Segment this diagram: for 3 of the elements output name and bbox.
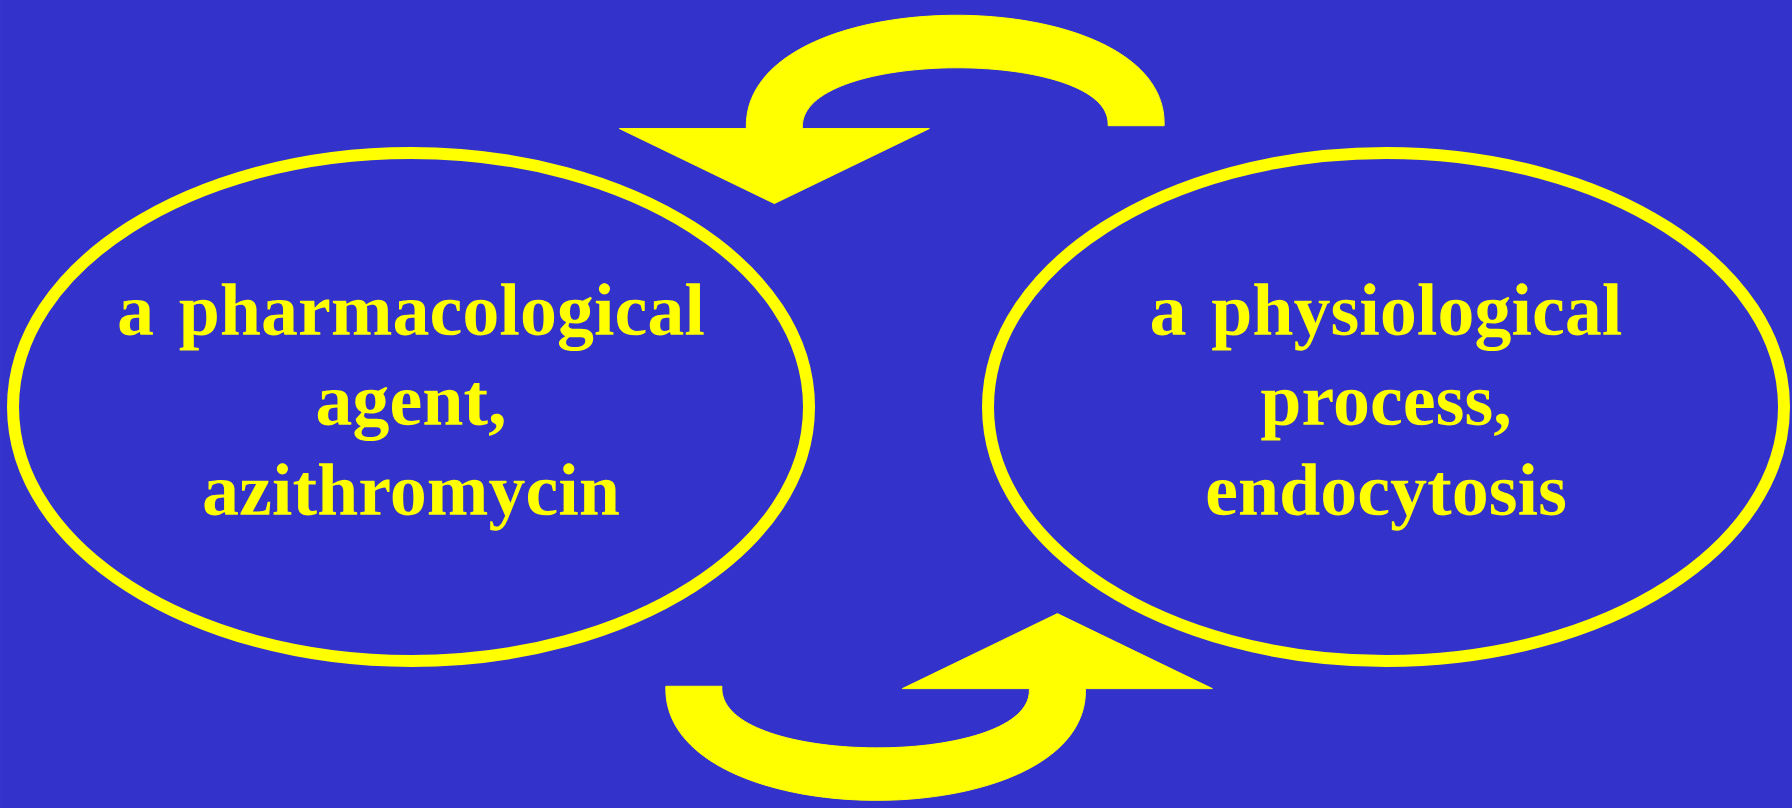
ellipse-node: a physiological process, endocytosis [982, 147, 1790, 667]
curved-arrow [618, 14, 1165, 205]
ellipse-node: a pharmacological agent, azithromycin [7, 147, 815, 667]
